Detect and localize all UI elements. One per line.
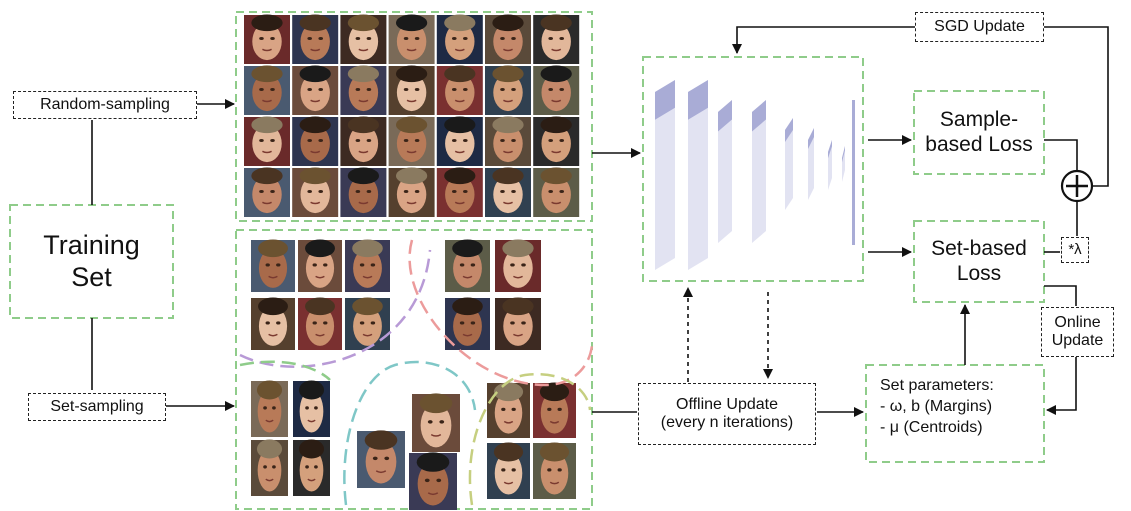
pink-cluster-arc <box>408 239 594 387</box>
face-thumbnail <box>485 14 531 64</box>
face-thumbnail <box>345 239 390 292</box>
set-parameters-title: Set parameters: <box>880 377 994 394</box>
face-thumbnail <box>436 14 483 64</box>
training-set-label: Training Set <box>43 230 140 292</box>
face-thumbnail <box>251 297 295 350</box>
network-layer <box>828 140 832 190</box>
sgd-update-label: SGD Update <box>915 12 1044 42</box>
face-thumbnail <box>485 116 531 166</box>
face-thumbnail <box>340 14 387 64</box>
offline-update-label: Offline Update (every n iterations) <box>638 383 816 445</box>
sample-loss-to-sum-line <box>1044 139 1078 171</box>
set-parameters-margins: - ω, b (Margins) <box>880 398 993 415</box>
face-thumbnail <box>251 439 288 496</box>
face-thumbnail <box>409 452 457 510</box>
face-thumbnail <box>345 297 390 350</box>
random-face-grid <box>244 14 580 217</box>
face-thumbnail <box>340 167 387 217</box>
face-thumbnail <box>298 297 342 350</box>
set-parameters-centroids: - μ (Centroids) <box>880 419 983 436</box>
set-loss-to-online-line <box>1044 285 1077 306</box>
face-thumbnail <box>533 442 576 499</box>
set-parameters-text: Set parameters: - ω, b (Margins) - μ (Ce… <box>880 375 994 438</box>
network-layer <box>688 80 708 270</box>
network-box <box>642 56 864 282</box>
network-layer <box>718 100 732 243</box>
face-thumbnail <box>495 297 541 350</box>
face-thumbnail <box>495 239 541 292</box>
cnn-network <box>655 80 855 270</box>
face-thumbnail <box>388 116 435 166</box>
face-thumbnail <box>445 239 490 292</box>
face-thumbnail <box>436 65 483 115</box>
face-thumbnail <box>292 116 339 166</box>
face-thumbnail <box>533 65 580 115</box>
sum-to-sgd-line <box>1044 26 1109 187</box>
face-thumbnail <box>388 14 435 64</box>
face-thumbnail <box>485 65 531 115</box>
green-cluster-arc <box>239 360 331 381</box>
face-thumbnail <box>340 65 387 115</box>
set-loss-box <box>913 220 1045 303</box>
face-thumbnail <box>251 239 295 292</box>
face-thumbnail <box>298 239 342 292</box>
face-thumbnail <box>340 116 387 166</box>
face-thumbnail <box>357 430 405 488</box>
face-thumbnail <box>533 14 580 64</box>
random-sampling-label: Random-sampling <box>13 91 197 119</box>
network-layer <box>752 100 766 243</box>
sample-loss-label: Sample- based Loss <box>925 108 1033 156</box>
online-to-params-arrow <box>1046 357 1077 415</box>
sgd-to-network-arrow <box>732 26 915 54</box>
face-thumbnail <box>293 439 330 496</box>
sample-loss-box <box>913 90 1045 175</box>
network-layer <box>785 118 793 210</box>
face-thumbnail <box>533 167 580 217</box>
online-update-label: Online Update <box>1041 307 1114 357</box>
face-thumbnail <box>436 116 483 166</box>
network-layer <box>655 80 675 270</box>
face-thumbnail <box>244 167 290 217</box>
face-thumbnail <box>533 382 576 438</box>
set-face-clusters <box>251 239 576 510</box>
lambda-label: *λ <box>1061 237 1089 263</box>
face-thumbnail <box>244 14 290 64</box>
face-thumbnail <box>412 393 460 452</box>
network-layer <box>808 128 814 200</box>
set-parameters-box <box>865 364 1045 463</box>
teal-cluster-arc <box>343 360 477 506</box>
face-thumbnail <box>487 382 530 438</box>
face-thumbnail <box>293 380 330 437</box>
face-thumbnail <box>436 167 483 217</box>
set-loss-label: Set-based Loss <box>931 237 1027 285</box>
face-thumbnail <box>292 14 339 64</box>
purple-cluster-arc <box>239 249 432 368</box>
face-thumbnail <box>485 167 531 217</box>
face-thumbnail <box>251 380 288 437</box>
face-thumbnail <box>487 442 530 499</box>
face-thumbnail <box>292 65 339 115</box>
face-thumbnail <box>388 167 435 217</box>
network-layer <box>842 146 845 182</box>
face-thumbnail <box>533 116 580 166</box>
face-thumbnail <box>292 167 339 217</box>
face-thumbnail <box>388 65 435 115</box>
cluster-arcs <box>239 239 594 506</box>
face-thumbnail <box>445 297 490 350</box>
dotted-connectors <box>683 287 773 382</box>
network-output-layer <box>852 100 855 245</box>
olive-cluster-arc <box>468 372 592 506</box>
random-faces-box <box>235 11 593 222</box>
connectors <box>91 26 1109 417</box>
face-thumbnail <box>244 65 290 115</box>
face-thumbnail <box>244 116 290 166</box>
sum-node <box>1060 169 1094 203</box>
set-sampling-label: Set-sampling <box>28 393 166 421</box>
